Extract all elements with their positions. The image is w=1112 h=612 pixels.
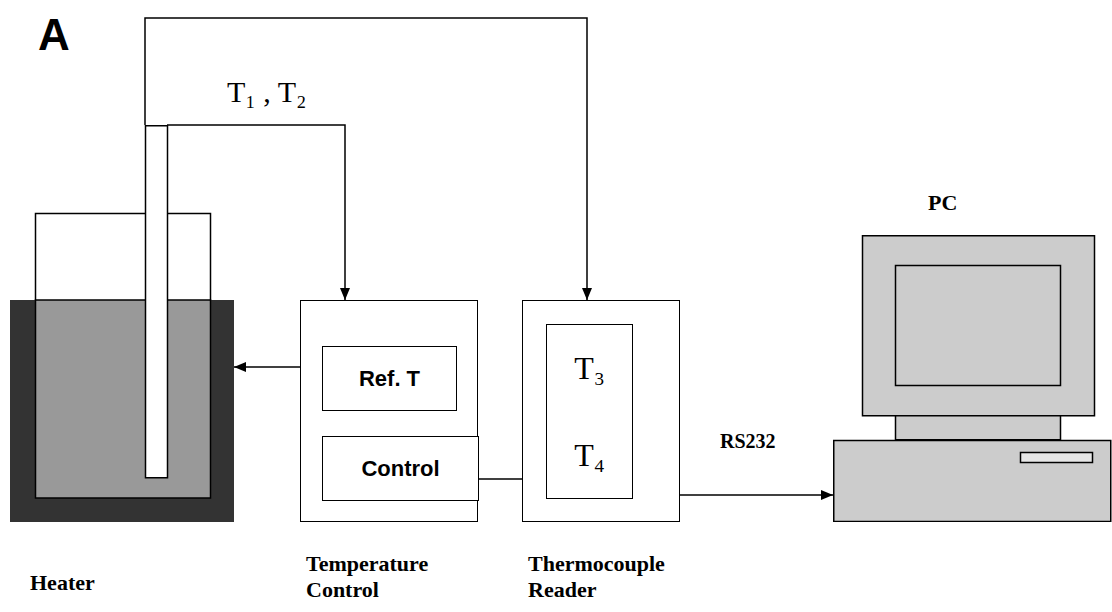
box-label: Control: [361, 456, 439, 482]
computer: PC: [833, 235, 1112, 522]
heater-bath: Heater: [10, 125, 234, 522]
signal-wire: [680, 494, 833, 496]
signal-wire: [234, 366, 300, 368]
device-label: PC: [928, 190, 1028, 216]
box-label: Ref. T: [359, 366, 420, 392]
signal-label: T₁ , T₂: [225, 74, 309, 110]
reading-label: T₃: [574, 350, 605, 386]
reading-label: T₄: [574, 437, 605, 473]
device-label: Temperature Control: [306, 551, 476, 603]
reference-box: Ref. T: [322, 346, 457, 411]
panel-letter: A: [38, 10, 70, 60]
heater-illustration: [10, 125, 234, 522]
interface-label: RS232: [718, 428, 778, 454]
computer-illustration: [833, 235, 1112, 522]
device-label: Heater: [30, 570, 150, 596]
signal-wire: [145, 18, 587, 300]
reader-box: Thermocouple ReaderT₃T₄: [522, 300, 680, 522]
control-box: Control: [322, 436, 479, 501]
controller-box: Temperature ControlRef. TControl: [300, 300, 478, 522]
device-label: Thermocouple Reader: [528, 551, 693, 603]
display-box: T₃ T₄: [546, 324, 633, 499]
